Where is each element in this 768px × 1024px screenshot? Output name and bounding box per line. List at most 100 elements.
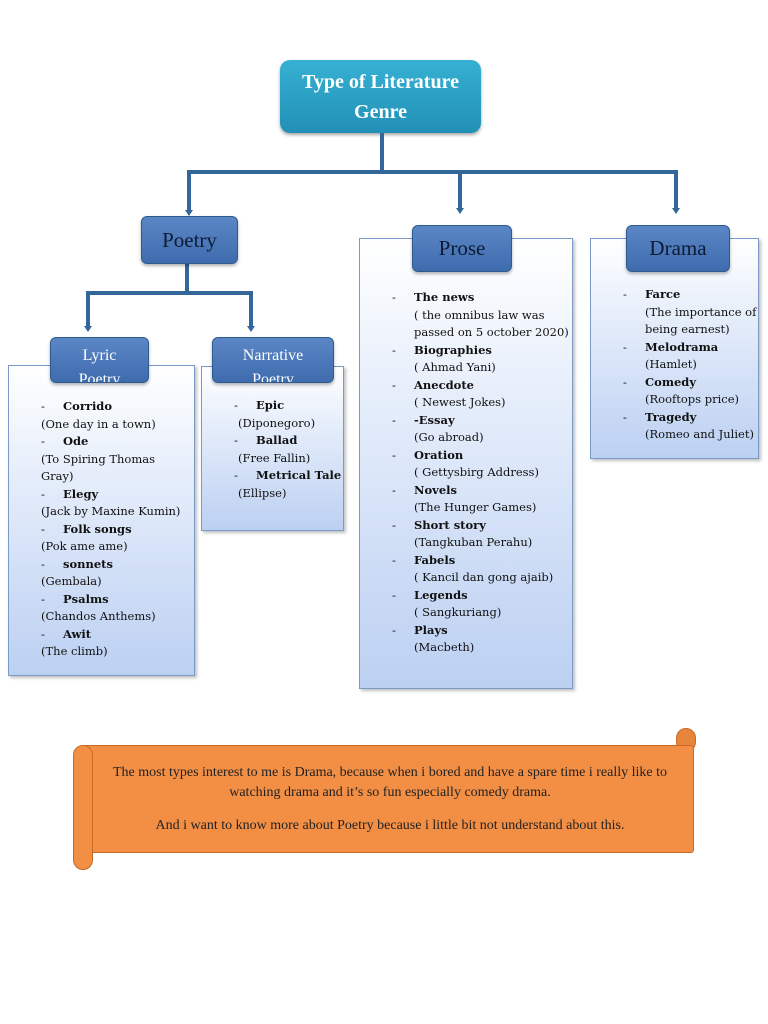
item-heading: -Epic xyxy=(234,397,343,415)
drama-node: Drama xyxy=(626,225,730,272)
item-heading: - Fabels xyxy=(392,552,572,570)
connector xyxy=(187,170,191,212)
bullet: - xyxy=(234,468,238,482)
drama-list: -Farce(The importance of being earnest)-… xyxy=(623,286,758,444)
prose-label: Prose xyxy=(438,236,486,260)
item-heading: -Farce xyxy=(623,286,758,304)
prose-panel: -The news( the omnibus law was passed on… xyxy=(359,238,573,689)
list-item: -The news( the omnibus law was passed on… xyxy=(392,289,572,342)
item-heading: - Metrical Tale xyxy=(234,467,343,485)
list-item: -Farce(The importance of being earnest) xyxy=(623,286,758,339)
item-example: (One day in a town) xyxy=(41,416,156,431)
list-item: -Elegy(Jack by Maxine Kumin) xyxy=(41,486,194,521)
bullet: - xyxy=(392,622,396,637)
item-example: (The importance of being earnest) xyxy=(645,304,757,337)
item-example: (The Hunger Games) xyxy=(414,500,537,514)
item-name: Melodrama xyxy=(645,339,719,354)
item-name: Tragedy xyxy=(645,409,697,424)
bullet: - xyxy=(392,517,396,532)
scroll-curl-left xyxy=(73,745,93,870)
item-heading: - Corrido xyxy=(41,398,194,416)
bullet: - xyxy=(41,521,45,536)
item-heading: - Folk songs xyxy=(41,521,194,539)
item-heading: -Anecdote xyxy=(392,377,572,395)
connector xyxy=(86,291,253,295)
list-item: -Psalms(Chandos Anthems) xyxy=(41,591,194,626)
item-example: (Tangkuban Perahu) xyxy=(414,535,533,549)
list-item: -sonnets(Gembala) xyxy=(41,556,194,591)
item-name: Awit xyxy=(63,626,92,641)
list-item: - Corrido (One day in a town) xyxy=(41,398,194,433)
bullet: - xyxy=(392,552,396,567)
connector xyxy=(380,133,384,171)
item-example: (The climb) xyxy=(41,644,108,658)
item-name: Fabels xyxy=(414,552,456,567)
item-name: Oration xyxy=(414,447,464,462)
bullet: - xyxy=(392,377,396,392)
scroll-line-1: The most types interest to me is Drama, … xyxy=(113,765,667,800)
bullet: - xyxy=(623,287,627,301)
bullet: - xyxy=(392,482,396,497)
poetry-node: Poetry xyxy=(141,216,238,264)
list-item: -Legends( Sangkuriang) xyxy=(392,587,572,622)
drama-panel: -Farce(The importance of being earnest)-… xyxy=(590,238,759,459)
list-item: -Comedy(Rooftops price) xyxy=(623,374,758,409)
item-heading: -Ballad xyxy=(234,432,343,450)
list-item: -Ballad(Free Fallin) xyxy=(234,432,343,467)
narrative-label: Narrative Poetry xyxy=(242,347,304,383)
poetry-label: Poetry xyxy=(162,227,217,252)
item-name: Corrido xyxy=(63,399,113,413)
scroll-line-2: And i want to know more about Poetry bec… xyxy=(155,818,625,833)
item-heading: -sonnets xyxy=(41,556,194,574)
item-name: Metrical Tale xyxy=(256,468,342,482)
item-name: Comedy xyxy=(645,374,697,389)
item-name: Biographies xyxy=(414,342,492,357)
item-name: Short story xyxy=(414,517,486,532)
item-heading: - Plays xyxy=(392,622,572,640)
connector-arrow xyxy=(84,326,92,332)
item-name: Epic xyxy=(256,398,285,412)
item-example: (Pok ame ame) xyxy=(41,539,128,553)
item-example: ( Gettysbirg Address) xyxy=(414,465,539,479)
bullet: - xyxy=(392,587,396,602)
diagram-title: Type of Literature Genre xyxy=(301,70,459,123)
list-item: -Tragedy(Romeo and Juliet) xyxy=(623,409,758,444)
connector xyxy=(86,291,90,327)
item-heading: -Psalms xyxy=(41,591,194,609)
bullet: - xyxy=(41,434,45,448)
scroll-banner xyxy=(80,745,694,853)
item-example: (Chandos Anthems) xyxy=(41,609,156,623)
item-name: Folk songs xyxy=(63,521,132,536)
item-heading: - Short story xyxy=(392,517,572,535)
list-item: -Epic(Diponegoro) xyxy=(234,397,343,432)
connector-arrow xyxy=(672,208,680,214)
item-heading: -Legends xyxy=(392,587,572,605)
connector-arrow xyxy=(185,210,193,216)
item-heading: -Ode xyxy=(41,433,194,451)
bullet: - xyxy=(392,412,396,427)
prose-list: -The news( the omnibus law was passed on… xyxy=(392,289,572,657)
list-item: -Plays(Macbeth) xyxy=(392,622,572,657)
list-item: - Folk songs (Pok ame ame) xyxy=(41,521,194,556)
list-item: -Anecdote( Newest Jokes) xyxy=(392,377,572,412)
item-name: Plays xyxy=(414,622,448,637)
item-example: (Ellipse) xyxy=(238,485,287,500)
bullet: - xyxy=(623,339,627,354)
item-heading: -Tragedy xyxy=(623,409,758,427)
lyric-list: -Corrido(One day in a town)-Ode(To Spiri… xyxy=(41,398,194,661)
item-example: ( the omnibus law was passed on 5 octobe… xyxy=(414,307,569,340)
title-box: Type of Literature Genre xyxy=(280,60,481,133)
item-example: (Jack by Maxine Kumin) xyxy=(41,504,181,518)
item-example: (Romeo and Juliet) xyxy=(645,427,754,441)
drama-label: Drama xyxy=(649,236,707,260)
bullet: - xyxy=(41,399,45,413)
narrative-node: Narrative Poetry xyxy=(212,337,334,383)
list-item: - Oration ( Gettysbirg Address) xyxy=(392,447,572,482)
item-example: (Gembala) xyxy=(41,574,102,588)
item-heading: -Novels xyxy=(392,482,572,500)
lyric-panel: -Corrido(One day in a town)-Ode(To Spiri… xyxy=(8,365,195,676)
bullet: - xyxy=(392,447,396,462)
item-example: (Go abroad) xyxy=(414,430,484,444)
connector-arrow xyxy=(247,326,255,332)
prose-node: Prose xyxy=(412,225,512,272)
